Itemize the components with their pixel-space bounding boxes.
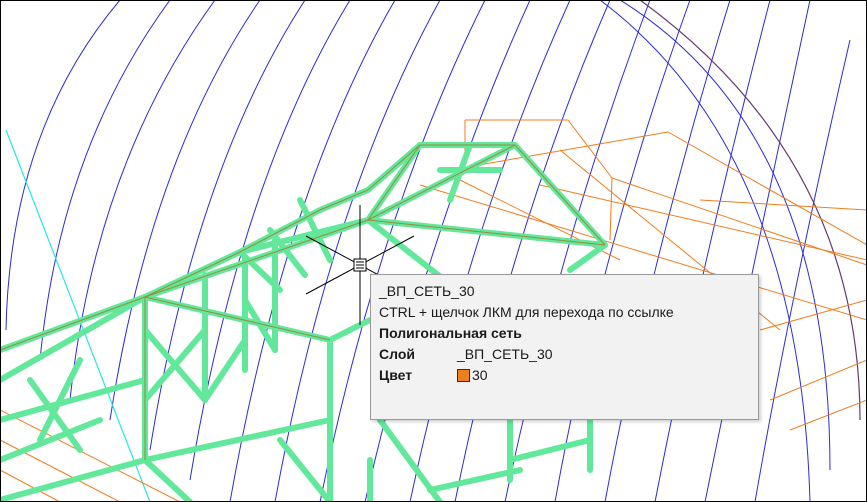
tooltip-color-label: Цвет bbox=[379, 367, 413, 383]
orange-wireframe bbox=[0, 119, 867, 502]
tooltip-layer-value: _ВП_СЕТЬ_30 bbox=[457, 346, 553, 362]
mesh-inner-edges bbox=[0, 144, 606, 460]
tooltip-link-hint: CTRL + щелчок ЛКМ для перехода по ссылке bbox=[379, 304, 674, 320]
tooltip-color-value: 30 bbox=[472, 367, 488, 383]
tooltip-layer-label: Слой bbox=[379, 346, 415, 362]
cyan-curve bbox=[5, 129, 151, 502]
object-info-tooltip: _ВП_СЕТЬ_30 CTRL + щелчок ЛКМ для перехо… bbox=[370, 274, 759, 420]
tooltip-object-name: _ВП_СЕТЬ_30 bbox=[379, 283, 475, 299]
tooltip-object-type: Полигональная сеть bbox=[379, 325, 522, 341]
purple-curve bbox=[639, 0, 861, 421]
tooltip-color-row: Цвет 30 bbox=[379, 365, 758, 386]
grid-arc-lines bbox=[5, 0, 851, 502]
color-swatch-icon bbox=[457, 369, 470, 382]
tooltip-layer-row: Слой _ВП_СЕТЬ_30 bbox=[379, 344, 758, 365]
